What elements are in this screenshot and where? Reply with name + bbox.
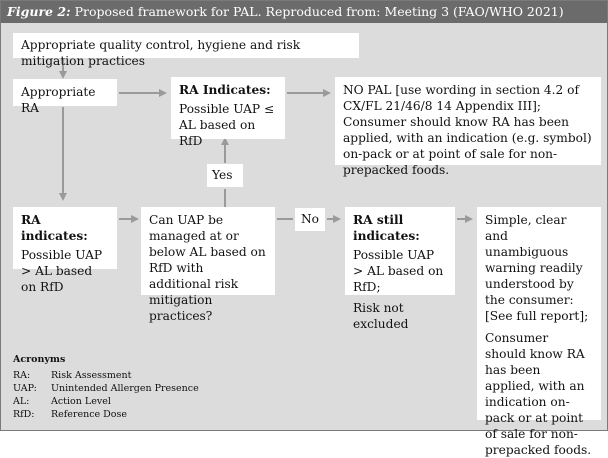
acronym-value: Reference Dose: [51, 409, 127, 420]
ra-indicates-top-title: RA Indicates:: [179, 83, 271, 97]
acronym-row: AL: Action Level: [13, 395, 199, 408]
question-box: Can UAP be managed at or below AL based …: [141, 207, 275, 323]
no-pal-text: NO PAL [use wording in section 4.2 of CX…: [343, 83, 592, 177]
ra-still-indicates-title: RA still indicates:: [353, 213, 420, 243]
acronym-key: AL:: [13, 396, 30, 407]
appropriate-ra-text: Appropriate RA: [21, 85, 96, 115]
ra-indicates-left-body: Possible UAP > AL based on RfD: [21, 248, 103, 294]
acronym-row: UAP: Unintended Allergen Presence: [13, 382, 199, 395]
connector-arrows: [59, 59, 473, 223]
yes-label-box: Yes: [207, 164, 243, 187]
ra-still-risk-text: Risk not excluded: [353, 301, 409, 331]
appropriate-ra-box: Appropriate RA: [13, 79, 117, 115]
no-label-box: No: [295, 208, 325, 231]
figure-label: Figure 2:: [7, 4, 71, 19]
no-label: No: [301, 212, 320, 226]
no-pal-box: NO PAL [use wording in section 4.2 of CX…: [335, 77, 601, 177]
acronyms-legend: Acronyms RA: Risk Assessment UAP: Unintend…: [13, 353, 199, 421]
acronym-row: RA: Risk Assessment: [13, 369, 199, 382]
acronyms-heading: Acronyms: [13, 354, 66, 365]
ra-still-indicates-body: Possible UAP > AL based on RfD;: [353, 248, 444, 294]
figure-caption: Proposed framework for PAL. Reproduced f…: [70, 4, 564, 19]
warning-text-2: Consumer should know RA has been applied…: [485, 331, 592, 457]
acronym-key: RfD:: [13, 409, 35, 420]
yes-label: Yes: [212, 168, 233, 182]
ra-indicates-top-box: RA Indicates: Possible UAP ≤ AL based on…: [171, 77, 285, 148]
ra-indicates-left-title: RA indicates:: [21, 213, 88, 243]
acronym-value: Risk Assessment: [51, 370, 132, 381]
qc-text: Appropriate quality control, hygiene and…: [21, 38, 301, 68]
question-text: Can UAP be managed at or below AL based …: [149, 213, 266, 323]
warning-box: Simple, clear and unambiguous warning re…: [477, 207, 601, 457]
warning-text-1: Simple, clear and unambiguous warning re…: [485, 213, 589, 323]
figure-title: Figure 2: Proposed framework for PAL. Re…: [1, 1, 607, 23]
acronym-value: Action Level: [51, 396, 111, 407]
acronym-key: UAP:: [13, 383, 37, 394]
acronym-key: RA:: [13, 370, 31, 381]
ra-indicates-top-body: Possible UAP ≤ AL based on RfD: [179, 102, 275, 148]
qc-box: Appropriate quality control, hygiene and…: [13, 33, 359, 68]
ra-indicates-left-box: RA indicates: Possible UAP > AL based on…: [13, 207, 117, 294]
ra-still-indicates-box: RA still indicates: Possible UAP > AL ba…: [345, 207, 455, 331]
acronym-row: RfD: Reference Dose: [13, 408, 199, 421]
acronym-value: Unintended Allergen Presence: [51, 383, 199, 394]
